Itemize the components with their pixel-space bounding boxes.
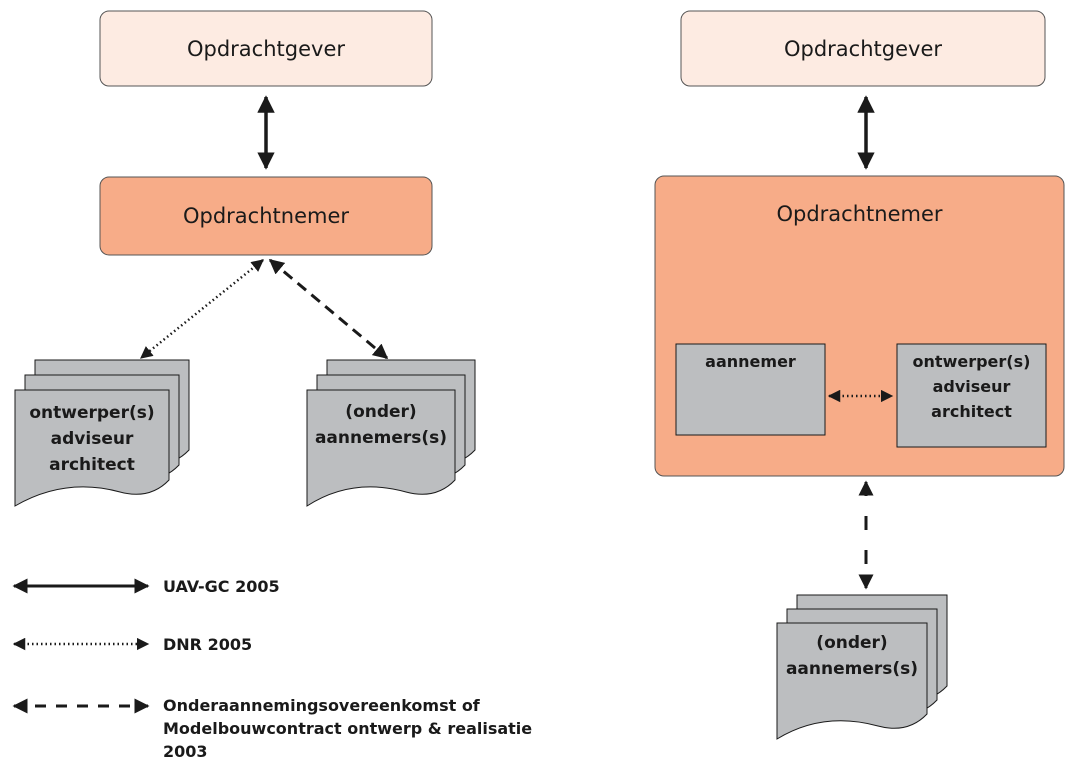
right-inner-contractor-box [675, 343, 826, 436]
right-inner-designers-line-3: architect [931, 402, 1012, 421]
left-subcontractors-label: (onder) aannemers(s) [307, 399, 455, 451]
left-designers-document-stack [14, 359, 190, 507]
right-inner-designers-box [896, 343, 1047, 448]
left-contractor-label: Opdrachtnemer [182, 204, 350, 228]
left-designers-label: ontwerper(s) adviseur architect [15, 400, 169, 478]
right-client-box [680, 10, 1046, 87]
left-designers-arrow [140, 259, 264, 359]
left-subcontractors-line-1: (onder) [345, 402, 417, 422]
right-inner-designers-label: ontwerper(s) adviseur architect [897, 349, 1046, 424]
left-client-label: Opdrachtgever [186, 36, 345, 61]
right-client-label: Opdrachtgever [783, 36, 942, 61]
left-contractor-box [99, 176, 433, 256]
left-designers-line-1: ontwerper(s) [29, 403, 155, 423]
right-subcontractors-line-1: (onder) [816, 633, 888, 653]
legend-solid-label: UAV-GC 2005 [163, 577, 280, 596]
left-designers-line-3: architect [49, 455, 135, 475]
left-subcontractors-arrow [268, 258, 389, 360]
left-designers-line-2: adviseur [50, 429, 134, 449]
left-subcontractors-document-stack [306, 359, 476, 507]
right-inner-designers-line-1: ontwerper(s) [912, 352, 1031, 371]
right-subcontractors-document-stack [776, 594, 948, 740]
right-subcontractors-line-2: aannemers(s) [785, 659, 919, 679]
left-subcontractors-line-2: aannemers(s) [314, 428, 448, 448]
left-client-box [99, 10, 433, 87]
right-subcontractors-label: (onder) aannemers(s) [777, 630, 927, 682]
right-contractor-label: Opdrachtnemer [776, 202, 943, 226]
legend-dashed-label: Onderaannemingsovereenkomst of Modelbouw… [163, 696, 533, 761]
right-inner-contractor-label: aannemer [705, 352, 796, 371]
legend-dotted-label: DNR 2005 [163, 635, 253, 654]
right-inner-designers-line-2: adviseur [932, 377, 1011, 396]
